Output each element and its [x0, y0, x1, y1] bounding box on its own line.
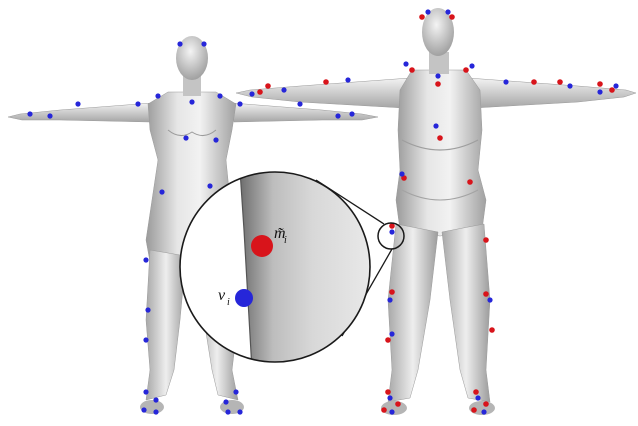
vertex-label: v: [218, 287, 226, 304]
marker-subscript: i: [284, 235, 287, 246]
zoom-marker-dot: [251, 235, 273, 257]
zoom-vertex-dot: [235, 289, 253, 307]
vertex-subscript: i: [227, 297, 230, 308]
